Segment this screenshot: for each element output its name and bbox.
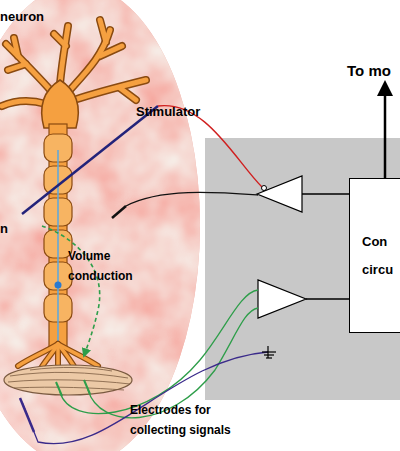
signal-path	[57, 150, 59, 350]
output-arrow	[384, 94, 387, 178]
neuron-soma	[42, 80, 79, 128]
arrow-head	[377, 80, 393, 96]
volume-conduction-arrow	[42, 226, 100, 356]
ground-symbol	[262, 346, 276, 358]
signal-dot	[55, 282, 62, 289]
muscle	[4, 365, 132, 395]
text-label: n	[0, 221, 8, 237]
device-housing	[205, 138, 400, 400]
stimulating-needle	[22, 106, 158, 214]
return-wire	[126, 192, 258, 206]
text-label: neuron	[0, 9, 44, 25]
terminal-dot	[262, 186, 267, 191]
recording-electrodes	[56, 380, 90, 396]
text-label: Stimulator	[136, 104, 200, 120]
text-label: Volume conduction	[68, 246, 140, 286]
amplifier-symbol	[258, 280, 306, 318]
amplifier-symbol	[257, 176, 302, 212]
ground-wire	[22, 352, 268, 444]
text-label: Electrodes for collecting signals	[130, 400, 255, 440]
process-box: Con circu	[349, 178, 400, 333]
box-label: Con circu	[362, 228, 399, 284]
text-label: To mo	[347, 62, 391, 80]
signal-wire	[302, 193, 349, 194]
recording-wires	[60, 290, 258, 418]
reference-electrode	[112, 206, 126, 218]
ground-electrode	[20, 398, 34, 432]
signal-wire	[306, 298, 349, 299]
